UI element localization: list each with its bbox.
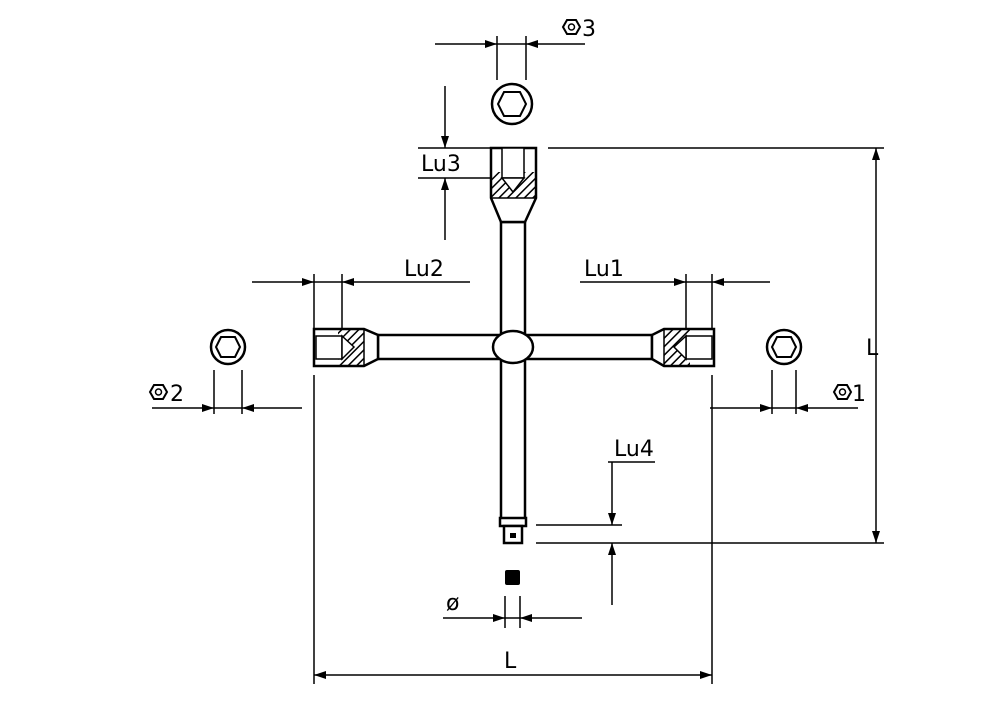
dimension-hex2: 2 (148, 370, 302, 414)
lu2-label: Lu2 (404, 257, 444, 282)
square-drive (498, 516, 528, 545)
hex2-label: 2 (170, 382, 184, 407)
top-socket-end-view (490, 82, 534, 126)
lu4-label: Lu4 (614, 437, 654, 462)
dimension-length-horizontal: L (313, 375, 713, 684)
length-vertical-label: L (866, 336, 879, 361)
wrench-body (312, 146, 716, 545)
length-horizontal-label: L (504, 649, 517, 674)
vertical-bar (499, 220, 527, 524)
right-socket-end-view (765, 328, 803, 366)
dimension-lu4: Lu4 (536, 437, 655, 605)
hex-nut-icon (561, 19, 582, 35)
diameter-label: ø (446, 591, 459, 616)
lu1-label: Lu1 (584, 257, 624, 282)
dimension-lu2: Lu2 (252, 257, 470, 328)
dimension-hex1: 1 (710, 370, 866, 414)
dimension-diameter: ø (443, 591, 582, 628)
dimension-lu3: Lu3 (418, 86, 490, 240)
dimension-lu1: Lu1 (580, 257, 770, 328)
right-socket (650, 327, 716, 368)
hex-nut-icon (832, 384, 853, 400)
dimension-length-vertical: L (536, 147, 884, 544)
hex1-label: 1 (852, 382, 866, 407)
top-socket (489, 146, 538, 224)
hex-nut-icon (148, 384, 169, 400)
hex3-label: 3 (582, 17, 596, 42)
square-drive-end-view (505, 570, 520, 585)
dimension-hex3: 3 (435, 17, 596, 80)
lu3-label: Lu3 (421, 152, 461, 177)
left-socket (312, 327, 380, 368)
left-socket-end-view (209, 328, 247, 366)
